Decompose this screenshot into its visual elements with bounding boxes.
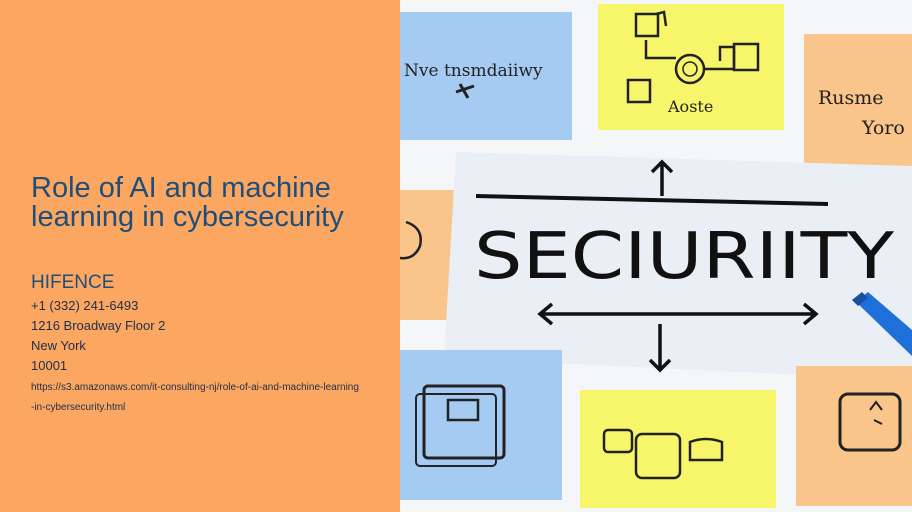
sticky-note-blue-bottom bbox=[400, 350, 562, 500]
info-panel: Role of AI and machine learning in cyber… bbox=[0, 0, 400, 512]
phone-number: +1 (332) 241-6493 bbox=[31, 298, 139, 313]
sticky-note-orange-right: Rusme Yoro bbox=[804, 34, 912, 168]
security-illustration: Nve tnsmdaiiwy Aoste Rusme Yoro SECIURII… bbox=[400, 0, 912, 512]
sticky-note-blue-top: Nve tnsmdaiiwy bbox=[400, 12, 572, 140]
note-right-text-1: Rusme bbox=[818, 87, 884, 109]
sticky-note-orange-bottom bbox=[796, 366, 912, 506]
city: New York bbox=[31, 338, 86, 353]
page-title: Role of AI and machine learning in cyber… bbox=[31, 172, 344, 233]
zip-code: 10001 bbox=[31, 358, 68, 373]
note-top-left-text: Nve tnsmdaiiwy bbox=[404, 61, 543, 81]
sticky-note-yellow-top: Aoste bbox=[598, 4, 784, 130]
company-name: HIFENCE bbox=[31, 272, 115, 293]
page-url: https://s3.amazonaws.com/it-consulting-n… bbox=[31, 382, 359, 413]
street-address: 1216 Broadway Floor 2 bbox=[31, 318, 166, 333]
security-card: SECIURIITY bbox=[444, 152, 912, 380]
note-right-text-2: Yoro bbox=[861, 117, 905, 139]
marker-icon bbox=[852, 292, 912, 356]
sticky-note-yellow-bottom bbox=[580, 390, 776, 508]
security-word: SECIURIITY bbox=[474, 220, 895, 294]
note-top-center-text: Aoste bbox=[667, 97, 713, 116]
